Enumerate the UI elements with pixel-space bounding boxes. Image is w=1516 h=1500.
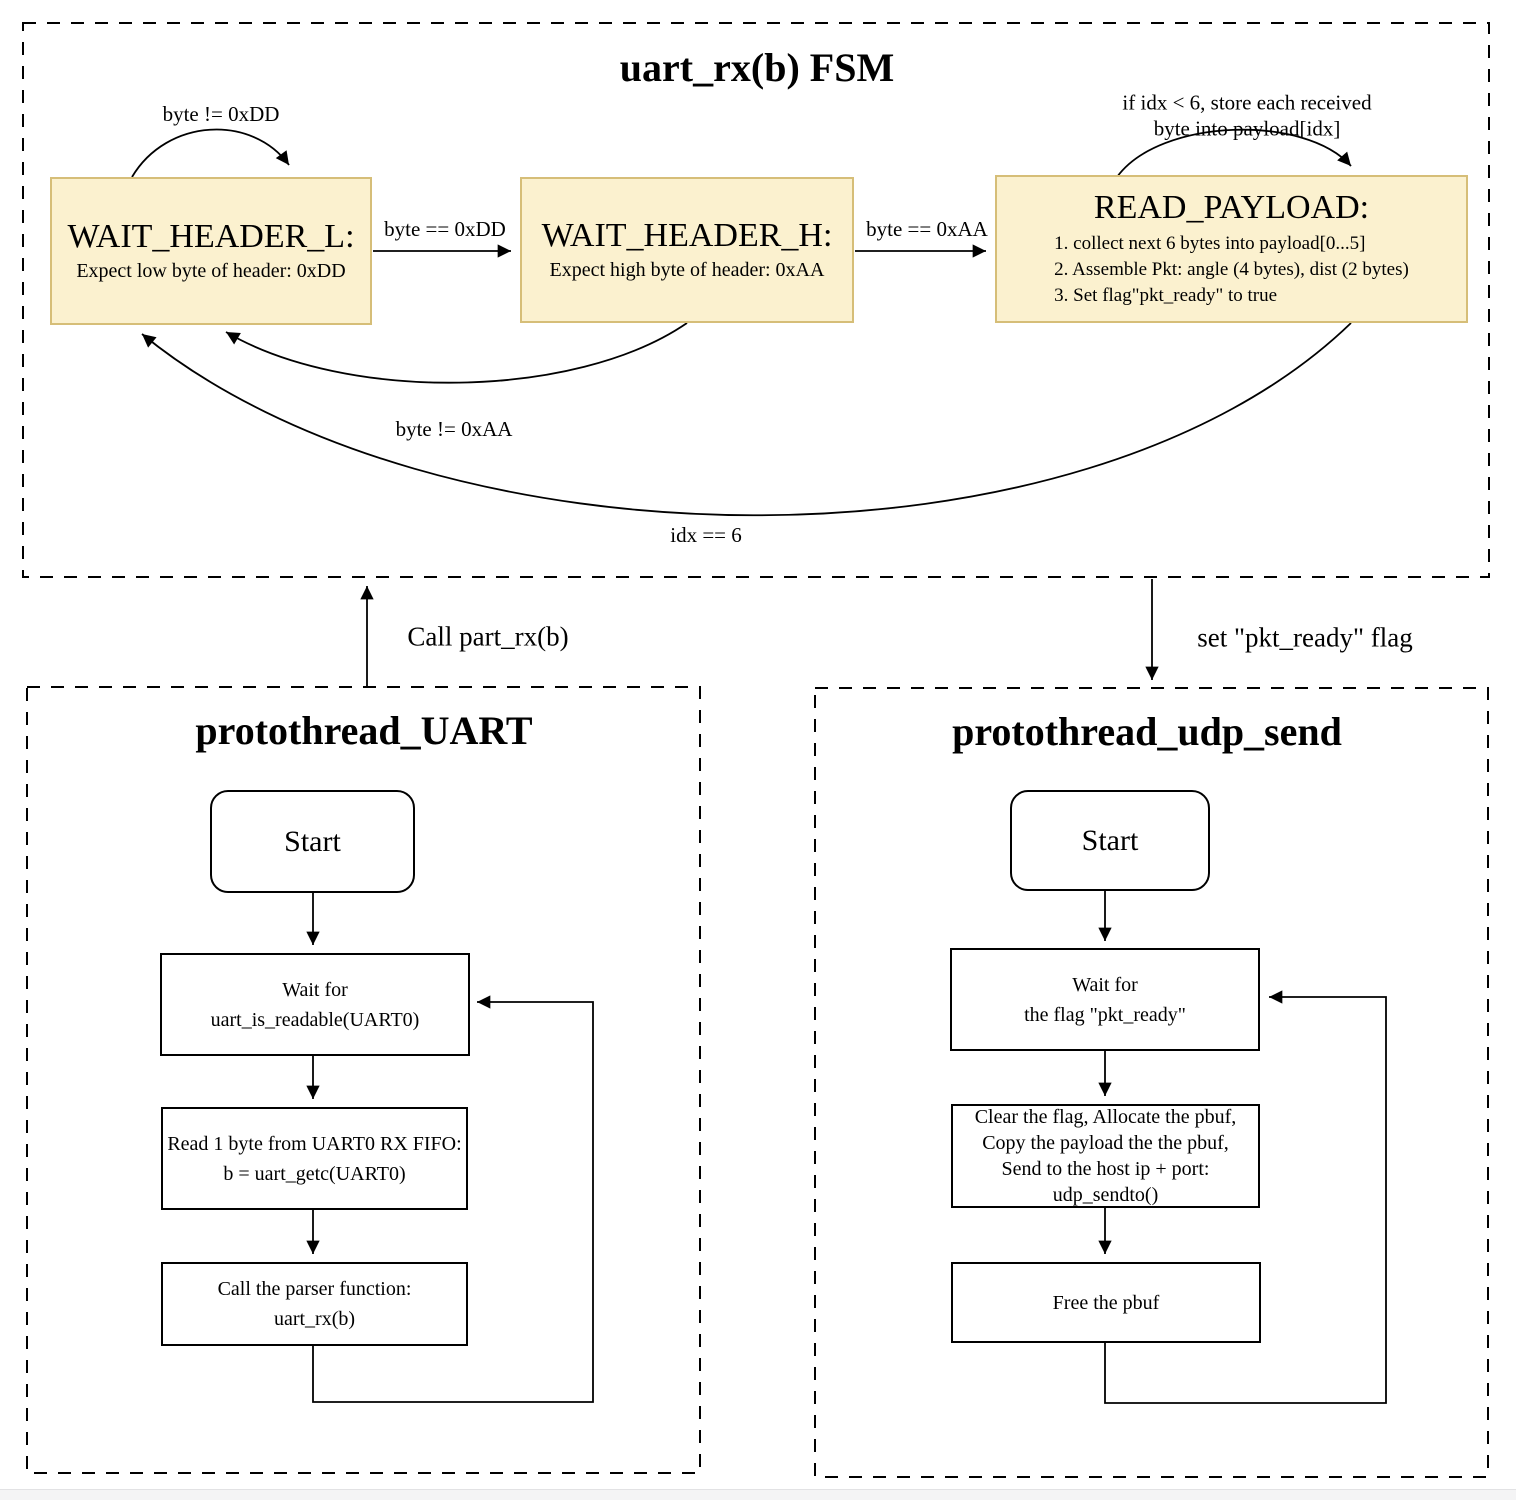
state-wait-header-h-title: WAIT_HEADER_H: [541,217,833,255]
state-wait-header-l-title: WAIT_HEADER_L: [67,218,355,256]
edge-label-self-loop-read-line2: byte into payload[idx] [1153,116,1341,140]
uart-step-call-line1: Call the parser function: [217,1278,412,1300]
edge-self-loop-read-payload [1116,128,1352,178]
udp-step-clear-line1: Clear the flag, Allocate the pbuf, [974,1106,1237,1128]
uart-step-wait-line2: uart_is_readable(UART0) [210,1008,420,1031]
udp-step-clear-line4: udp_sendto() [1052,1184,1159,1206]
udp-step-wait-line1: Wait for [1072,973,1138,996]
uart-step-read: Read 1 byte from UART0 RX FIFO: b = uart… [161,1107,468,1210]
link-label-call-part-rx: Call part_rx(b) [407,621,569,652]
udp-thread-title: protothread_udp_send [952,709,1342,754]
uart-step-call-line2: uart_rx(b) [273,1308,356,1330]
uart-thread-dashed-border [26,686,701,1474]
edge-label-h-to-read: byte == 0xAA [866,217,988,242]
state-read-payload-title: READ_PAYLOAD: [1093,188,1370,226]
uart-step-call: Call the parser function: uart_rx(b) [161,1262,468,1346]
edge-label-self-loop-l: byte != 0xDD [162,102,280,127]
link-label-set-pkt-ready: set "pkt_ready" flag [1197,622,1413,653]
uart-step-read-line2: b = uart_getc(UART0) [223,1162,406,1185]
edge-self-loop-wait-header-l [131,128,290,178]
uart-start-label: Start [284,825,341,858]
udp-step-clear-line2: Copy the payload the the pbuf, [982,1132,1229,1154]
edge-label-h-to-l: byte != 0xAA [395,417,513,442]
state-wait-header-h: WAIT_HEADER_H: Expect high byte of heade… [520,177,854,323]
fsm-dashed-border [22,22,1490,578]
udp-step-clear: Clear the flag, Allocate the pbuf, Copy … [951,1104,1260,1208]
edge-label-self-loop-read-line1: if idx < 6, store each received [1122,90,1372,115]
state-read-payload-items: 1. collect next 6 bytes into payload[0..… [1054,231,1409,308]
edge-udp-loop-back [1104,990,1387,1404]
udp-start-node: Start [1010,790,1210,891]
state-read-payload: READ_PAYLOAD: 1. collect next 6 bytes in… [995,175,1468,323]
state-read-payload-item: 3. Set flag"pkt_ready" to true [1054,284,1278,306]
fsm-title: uart_rx(b) FSM [619,45,895,90]
state-wait-header-l-subtitle: Expect low byte of header: 0xDD [76,259,346,282]
edge-label-l-to-h: byte == 0xDD [384,217,506,242]
edge-label-self-loop-read: if idx < 6, store each received byte int… [1122,90,1371,141]
uart-step-wait-line1: Wait for [282,978,348,1001]
state-wait-header-h-subtitle: Expect high byte of header: 0xAA [549,258,825,281]
uart-step-wait: Wait for uart_is_readable(UART0) [160,953,470,1056]
udp-thread-dashed-border [814,687,1489,1478]
udp-step-clear-line3: Send to the host ip + port: [1001,1158,1210,1180]
udp-start-label: Start [1081,824,1139,857]
edge-read-to-l [141,322,1352,517]
udp-step-wait-line2: the flag "pkt_ready" [1024,1003,1186,1026]
edge-uart-loop-back [312,995,594,1403]
state-read-payload-item: 2. Assemble Pkt: angle (4 bytes), dist (… [1054,259,1409,281]
uart-step-read-line1: Read 1 byte from UART0 RX FIFO: [167,1132,462,1155]
uart-start-node: Start [210,790,415,893]
uart-thread-title: protothread_UART [195,708,533,753]
udp-step-wait: Wait for the flag "pkt_ready" [950,948,1260,1051]
bottom-window-edge [0,1489,1516,1500]
udp-step-free-line1: Free the pbuf [1052,1291,1160,1314]
state-wait-header-l: WAIT_HEADER_L: Expect low byte of header… [50,177,372,325]
state-read-payload-item: 1. collect next 6 bytes into payload[0..… [1054,233,1366,255]
udp-step-free: Free the pbuf [951,1262,1261,1343]
edge-label-read-to-l: idx == 6 [670,523,742,548]
edge-h-to-l [225,322,688,384]
